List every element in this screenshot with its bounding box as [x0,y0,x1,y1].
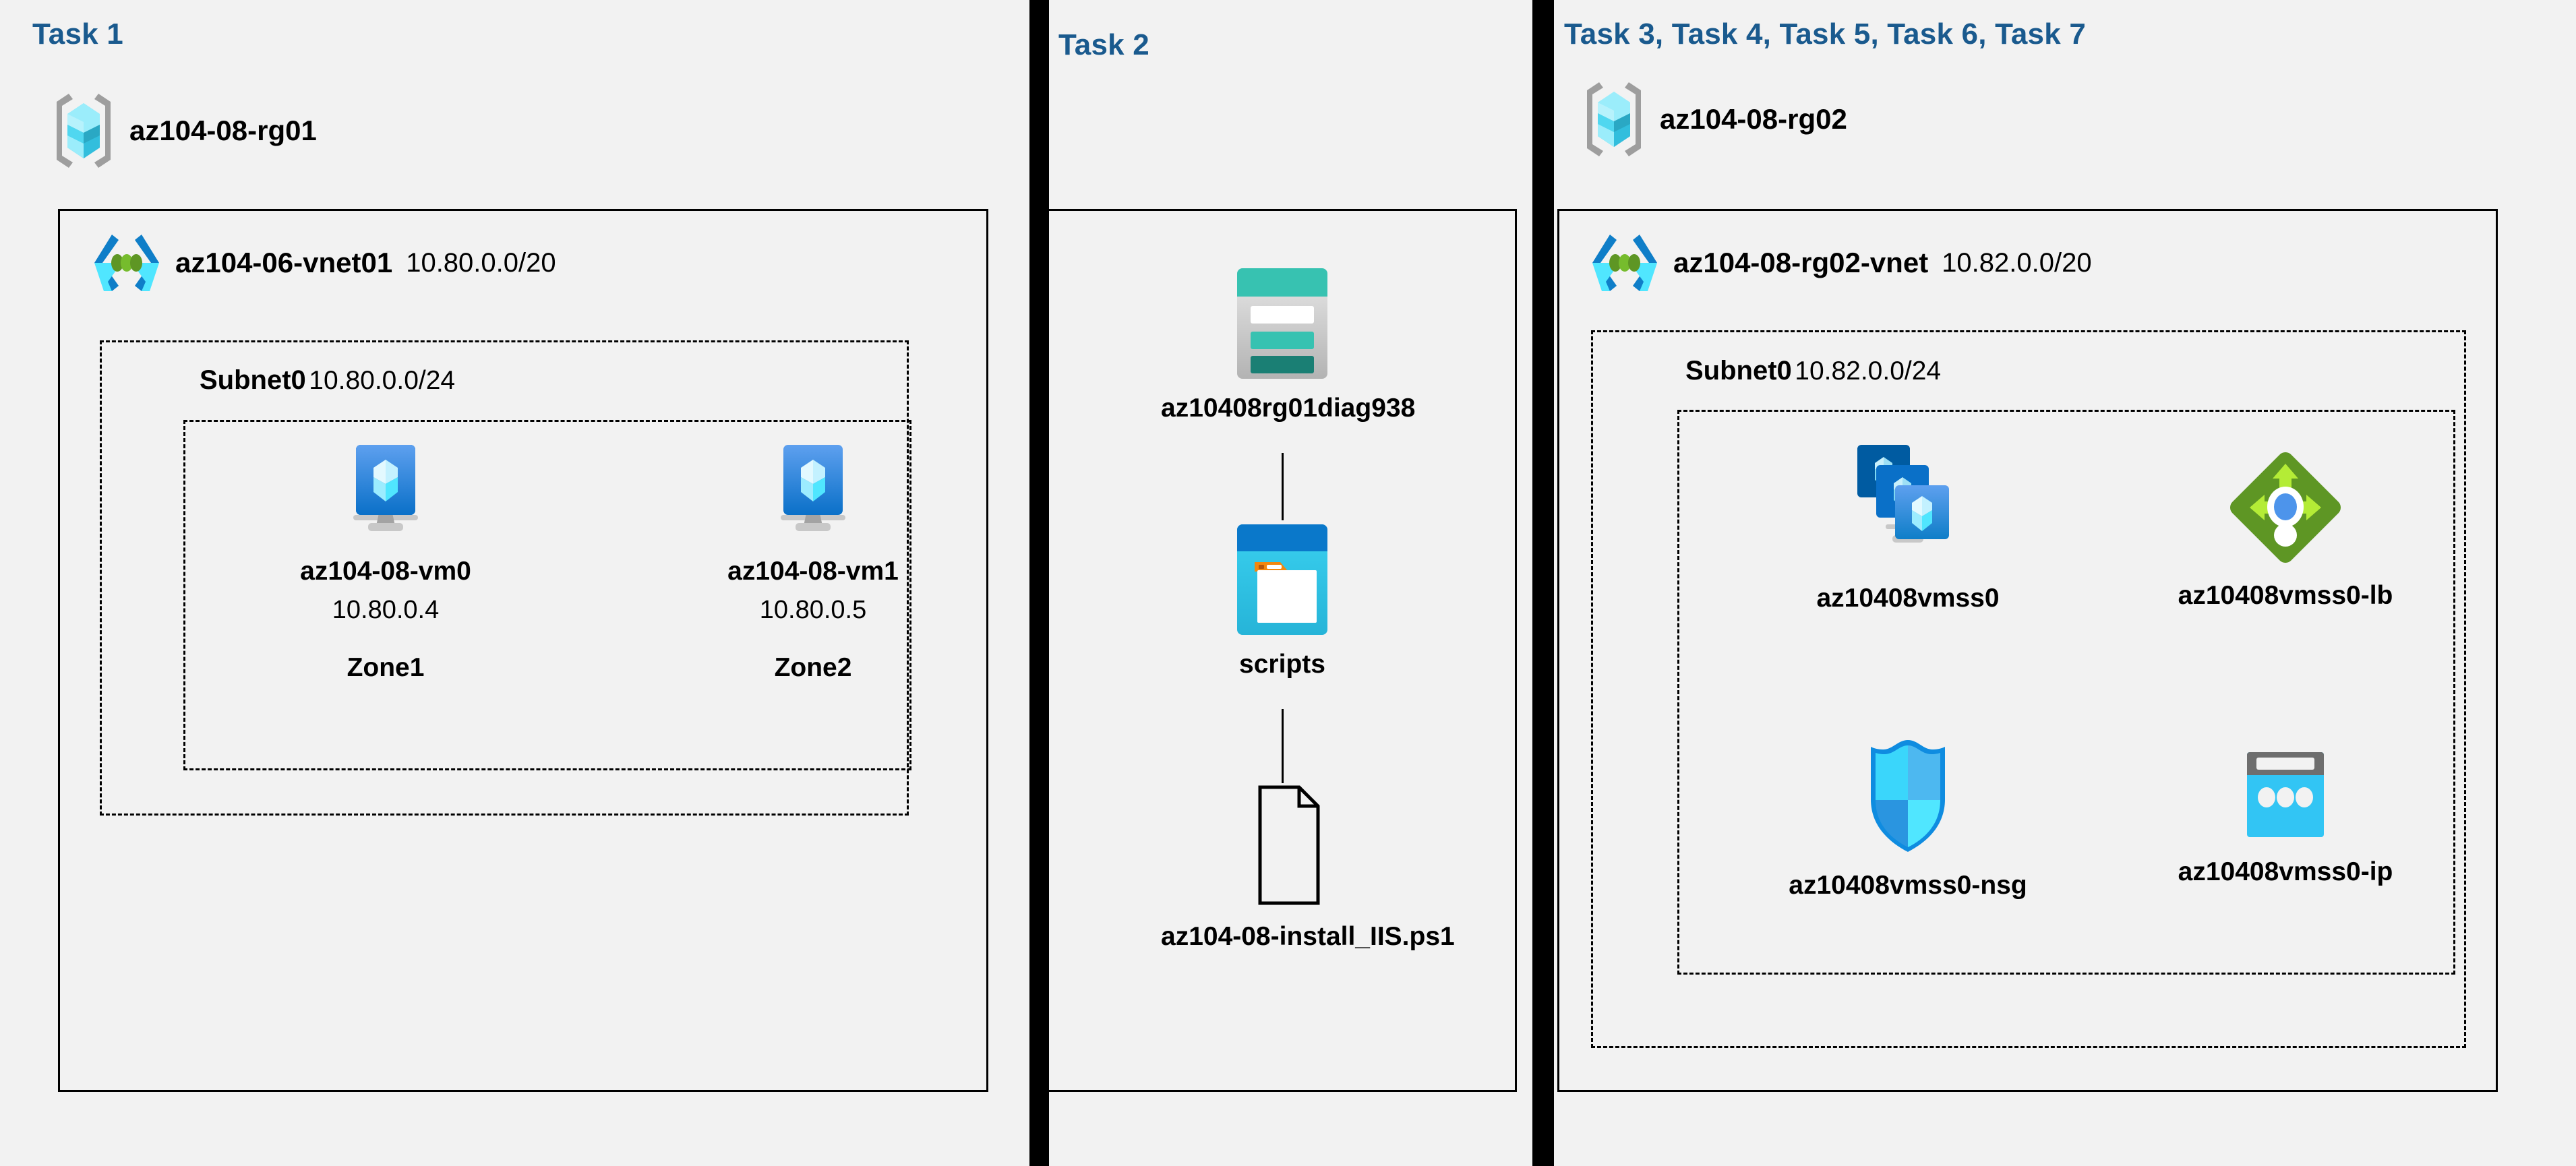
panel-divider-2 [1534,0,1552,1166]
task3-7-vnet-header: az104-08-rg02-vnet 10.82.0.0/20 [1590,228,2092,298]
node-blob-container[interactable]: scripts [1161,520,1404,679]
vm-scale-set-icon [1787,438,2029,573]
load-balancer-icon [2164,445,2407,570]
node-public-ip[interactable]: az10408vmss0-ip [2164,748,2407,887]
task1-subnet-cidr: 10.80.0.0/24 [309,366,456,395]
task3-7-resource-group-name: az104-08-rg02 [1660,103,1847,135]
task2-title: Task 2 [1058,28,1149,61]
panel-divider-1 [1031,0,1049,1166]
node-vm0-zone: Zone1 [347,653,425,682]
node-vm1-zone: Zone2 [774,653,852,682]
task1-title: Task 1 [32,18,123,51]
public-ip-address-icon [2164,748,2407,847]
virtual-network-icon [92,228,162,298]
connector-container-to-script [1282,709,1284,783]
task1-subnet-label: Subnet0 10.80.0.0/24 [200,365,455,396]
node-nsg[interactable]: az10408vmss0-nsg [1787,735,2029,900]
resource-group-icon [1583,80,1645,159]
task3-7-vnet-box [1557,209,2498,1092]
node-script-file[interactable]: az104-08-install_IIS.ps1 [1161,783,1455,952]
virtual-machine-icon [264,445,507,546]
task1-zone-box [183,420,911,770]
network-security-group-icon [1787,735,2029,860]
task3-7-subnet-name: Subnet0 [1685,356,1792,386]
node-public-ip-name: az10408vmss0-ip [2178,857,2393,886]
task3-7-title: Task 3, Task 4, Task 5, Task 6, Task 7 [1564,18,2086,51]
task1-subnet-name: Subnet0 [200,365,306,395]
task3-7-subnet-box [1591,330,2466,1048]
task3-7-vnet-name: az104-08-rg02-vnet [1673,247,1929,278]
node-vm0-ip: 10.80.0.4 [332,596,440,624]
node-blob-container-name: scripts [1239,650,1325,679]
task1-resource-group-name: az104-08-rg01 [129,115,317,146]
node-vm1-name: az104-08-vm1 [727,557,899,586]
task3-7-resources-box [1677,410,2455,975]
task3-7-subnet-label: Subnet0 10.82.0.0/24 [1685,356,1941,386]
node-vm0-name: az104-08-vm0 [300,557,471,586]
node-load-balancer[interactable]: az10408vmss0-lb [2164,445,2407,611]
task3-7-vnet-cidr: 10.82.0.0/20 [1942,247,2092,278]
task1-resource-group: az104-08-rg01 [53,91,317,171]
connector-storage-to-container [1282,453,1284,520]
task1-vnet-header: az104-06-vnet01 10.80.0.0/20 [92,228,556,298]
blob-container-icon [1161,520,1404,639]
task1-vnet-name: az104-06-vnet01 [175,247,393,278]
node-script-file-name: az104-08-install_IIS.ps1 [1161,922,1455,951]
node-vmss[interactable]: az10408vmss0 [1787,438,2029,613]
virtual-machine-icon [692,445,934,546]
resource-group-icon [53,91,115,171]
node-vm0[interactable]: az104-08-vm0 10.80.0.4 Zone1 [264,445,507,683]
node-storage-account-name: az10408rg01diag938 [1161,394,1416,423]
node-nsg-name: az10408vmss0-nsg [1789,871,2027,900]
node-vmss-name: az10408vmss0 [1816,584,2000,613]
task1-vnet-box [58,209,988,1092]
node-load-balancer-name: az10408vmss0-lb [2178,581,2393,610]
storage-account-icon [1161,264,1404,383]
virtual-network-icon [1590,228,1660,298]
node-vm1-ip: 10.80.0.5 [759,596,867,624]
node-vm1[interactable]: az104-08-vm1 10.80.0.5 Zone2 [692,445,934,683]
node-storage-account[interactable]: az10408rg01diag938 [1161,264,1416,423]
task1-subnet-box [100,340,909,816]
task3-7-subnet-cidr: 10.82.0.0/24 [1795,357,1942,386]
script-file-icon [1161,783,1404,911]
task3-7-resource-group: az104-08-rg02 [1583,80,1847,159]
task1-vnet-cidr: 10.80.0.0/20 [406,247,556,278]
